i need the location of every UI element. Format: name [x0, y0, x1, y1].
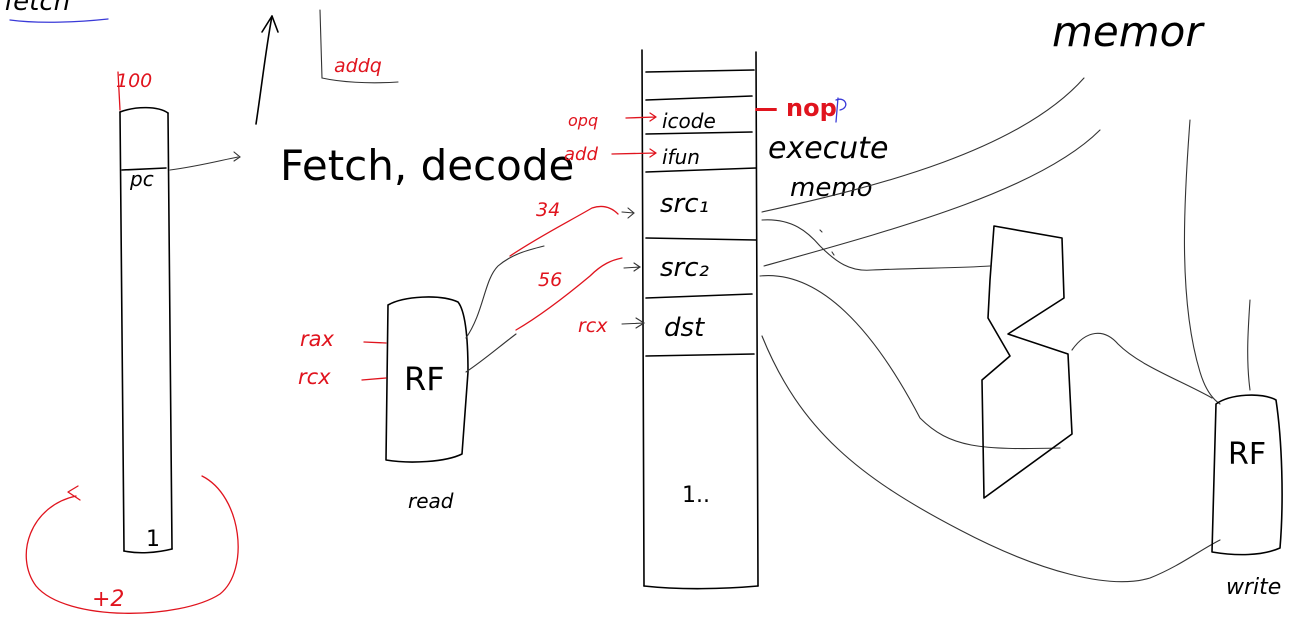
fetch-heading-underline — [9, 18, 109, 23]
alu-shape — [981, 225, 1073, 499]
value-dst: rcx — [578, 315, 608, 337]
pipeline-bottom-mark: 1.. — [682, 483, 710, 508]
field-ifun: ifun — [662, 145, 700, 169]
rf-write-label: RF — [1228, 437, 1266, 472]
pc-bottom-mark: 1 — [146, 527, 160, 552]
rf-input-rax-wire — [363, 341, 387, 344]
rf-read-label: RF — [404, 360, 445, 398]
field-src1: src₁ — [660, 189, 709, 219]
icode-override-blue-mark — [835, 97, 847, 123]
fetch-up-arrow — [255, 15, 273, 125]
rf-write-caption: write — [1226, 575, 1281, 600]
rf-to-src1-wire — [465, 245, 545, 339]
src2-to-alu-wire — [759, 275, 1061, 450]
field-src2: src₂ — [660, 253, 709, 283]
memory-wire-lower — [763, 129, 1101, 267]
fetch-decode-label: Fetch, decode — [280, 141, 574, 190]
stage-memory-top: memor — [1052, 7, 1205, 56]
value-src1: 34 — [536, 199, 560, 221]
pc-to-fetch-arrowhead — [233, 151, 241, 162]
value-ifun-arrow — [611, 148, 657, 158]
register-file-read — [385, 296, 469, 463]
pc-address: 100 — [116, 70, 152, 92]
src2-value-wire — [515, 257, 623, 331]
src1-to-alu-wire — [761, 219, 991, 271]
pc-increment-label: +2 — [92, 587, 124, 612]
alu-to-wb-wire — [1071, 332, 1213, 399]
register-file-write — [1211, 394, 1283, 556]
right-wire-long — [1183, 119, 1221, 405]
pc-label: pc — [129, 167, 154, 191]
memory-wire-upper — [761, 77, 1085, 213]
pc-increment-loop — [25, 475, 239, 614]
instruction-label: addq — [334, 55, 382, 77]
right-wire-short — [1247, 299, 1251, 391]
value-icode-arrow — [625, 112, 657, 122]
pc-address-tick — [117, 71, 121, 111]
rf-input-rcx-wire — [361, 377, 387, 381]
value-dst-arrow — [621, 317, 646, 329]
icode-override-strike: — — [754, 94, 778, 122]
rf-to-src2-wire — [465, 333, 517, 373]
pc-increment-loop-arrowhead — [67, 485, 81, 501]
field-icode: icode — [662, 109, 716, 133]
alu-dot-a — [819, 229, 823, 233]
value-src2: 56 — [538, 269, 562, 291]
rf-input-rax: rax — [300, 327, 335, 351]
value-src1-arrow — [621, 207, 635, 219]
src1-value-wire — [509, 205, 619, 257]
fetch-up-arrowhead — [261, 15, 279, 33]
stage-execute: execute — [768, 131, 888, 166]
field-dst: dst — [664, 313, 705, 343]
dst-forward-wire — [761, 335, 1221, 583]
pc-register — [119, 106, 173, 554]
fetch-heading: fetch — [4, 0, 70, 17]
value-ifun: add — [564, 144, 598, 165]
alu-dot-b — [831, 251, 835, 256]
rf-input-rcx: rcx — [298, 365, 331, 389]
value-src2-arrow — [623, 262, 641, 272]
instruction-wire — [319, 9, 399, 84]
pc-to-fetch-wire — [169, 156, 239, 171]
value-icode: opq — [568, 111, 598, 130]
icode-override: nop — [786, 94, 837, 122]
rf-read-caption: read — [408, 489, 454, 513]
pipeline-register — [641, 49, 759, 590]
